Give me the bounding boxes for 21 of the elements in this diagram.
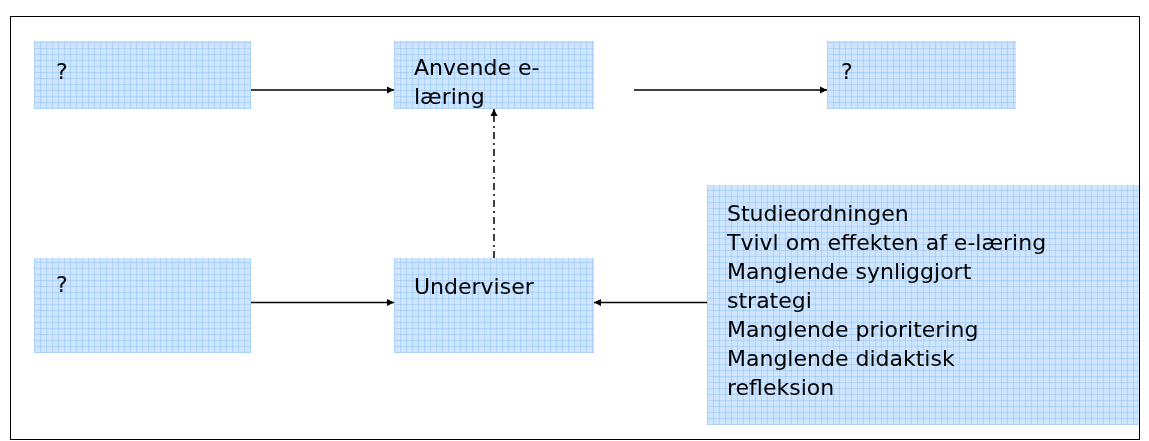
box-text: ? [56,271,69,299]
arrow [593,299,708,306]
process-box [34,258,251,353]
process-box [707,185,1139,425]
box-text: ? [841,58,854,86]
arrow [250,299,395,306]
process-box [827,41,1016,109]
arrow [490,108,498,259]
box-text: Tvivl om effekten af e-læring [727,229,1048,257]
box-text: Manglende synliggjort strategi [727,258,973,315]
box-text: Underviser [414,273,535,301]
process-box [394,258,594,353]
arrow [250,86,395,94]
box-text: Studieordningen [727,200,910,228]
box-text: Manglende prioritering [727,316,980,344]
box-text: Manglende didaktisk refleksion [727,345,956,402]
process-box [394,41,594,109]
arrow [633,86,828,94]
box-text: Anvende e-læring [414,54,541,111]
process-box [34,41,251,109]
box-text: ? [56,58,69,86]
